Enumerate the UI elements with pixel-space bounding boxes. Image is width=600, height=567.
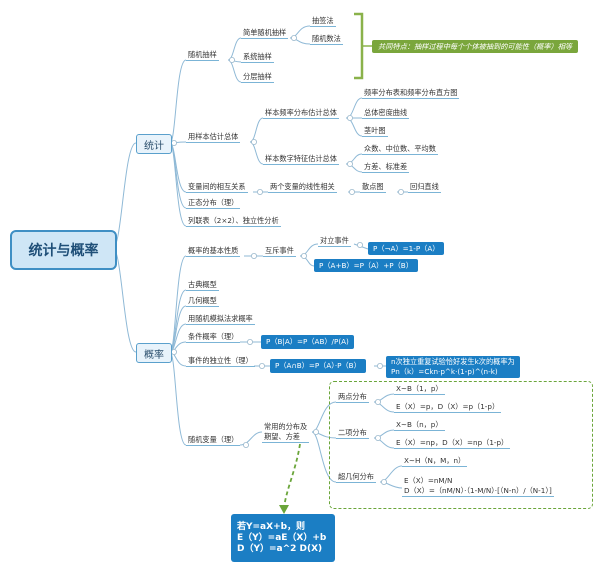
branch-gailv[interactable]: 概率	[136, 343, 172, 363]
formula-duli[interactable]: P（A∩B）=P（A）·P（B）	[270, 359, 366, 373]
erxiang-expectation[interactable]: E（X）=np，D（X）=np（1-p）	[394, 438, 511, 449]
liangdian-dist[interactable]: X~B（1，p）	[394, 384, 445, 395]
node-erxiang[interactable]: 二项分布	[336, 428, 369, 439]
node-tiaojian[interactable]: 条件概率（理）	[186, 332, 241, 343]
formula-duili[interactable]: P（¬A）=1-P（A）	[368, 242, 445, 255]
chaojihe-expectation[interactable]: E（X）=nM/N	[404, 476, 453, 485]
root-topic[interactable]: 统计与概率	[10, 230, 117, 270]
node-jiandan[interactable]: 简单随机抽样	[241, 28, 289, 39]
node-yangben[interactable]: 用样本估计总体	[186, 132, 241, 143]
formula-bernoulli[interactable]: n次独立重复试验恰好发生k次的概率为 Pn（k）=Ckn·p^k·(1-p)^(…	[386, 356, 520, 378]
node-jihe[interactable]: 几何概型	[186, 296, 219, 307]
linear-line-3: D（Y）=a^2 D(X)	[237, 543, 323, 554]
node-chaojihe[interactable]: 超几何分布	[336, 472, 376, 483]
node-zhongshu[interactable]: 众数、中位数、平均数	[362, 144, 438, 155]
node-pinlv[interactable]: 样本频率分布估计总体	[263, 108, 339, 119]
node-shuzi[interactable]: 样本数字特征估计总体	[263, 154, 339, 165]
node-chouqian[interactable]: 抽签法	[310, 16, 336, 27]
node-zhifangtu[interactable]: 频率分布表和频率分布直方图	[362, 88, 460, 99]
branch-tongji[interactable]: 统计	[136, 134, 172, 154]
node-jingye[interactable]: 茎叶图	[362, 126, 388, 137]
node-duili[interactable]: 对立事件	[318, 236, 351, 247]
node-suijibianliang[interactable]: 随机变量（理）	[186, 435, 241, 446]
bernoulli-line-2: Pn（k）=Ckn·p^k·(1-p)^(n-k)	[391, 367, 498, 376]
chaojihe-variance[interactable]: D（X）=（nM/N）·（1-M/N）·[（N-n）/（N-1）]	[402, 486, 554, 497]
node-fenceng[interactable]: 分层抽样	[241, 72, 274, 83]
node-moni[interactable]: 用随机模拟法求概率	[186, 314, 255, 325]
changyong-line-1: 常用的分布及	[264, 422, 308, 431]
node-liliebiao[interactable]: 列联表（2×2）、独立性分析	[186, 216, 281, 227]
node-xiangguan[interactable]: 变量间的相互关系	[186, 182, 248, 193]
node-jiben[interactable]: 概率的基本性质	[186, 246, 241, 257]
node-zhengtai[interactable]: 正态分布（理）	[186, 198, 241, 209]
changyong-line-2: 期望、方差	[264, 432, 300, 441]
node-suijishu[interactable]: 随机数法	[310, 34, 343, 45]
linear-line-2: E（Y）=aE（X）+b	[237, 532, 327, 543]
chaojihe-dist[interactable]: X~H（N，M，n）	[402, 456, 468, 467]
bernoulli-line-1: n次独立重复试验恰好发生k次的概率为	[391, 357, 515, 366]
node-sandian[interactable]: 散点图	[360, 182, 386, 193]
node-changyong[interactable]: 常用的分布及 期望、方差	[262, 422, 310, 443]
node-xitong[interactable]: 系统抽样	[241, 52, 274, 63]
distribution-group	[329, 381, 593, 509]
node-huigui[interactable]: 回归直线	[408, 182, 441, 193]
node-suiji[interactable]: 随机抽样	[186, 50, 219, 61]
formula-huchi[interactable]: P（A+B）=P（A）+P（B）	[314, 259, 418, 272]
node-duli[interactable]: 事件的独立性（理）	[186, 356, 255, 367]
node-midu[interactable]: 总体密度曲线	[362, 108, 410, 119]
erxiang-dist[interactable]: X~B（n，p）	[394, 420, 445, 431]
node-huchi[interactable]: 互斥事件	[263, 246, 296, 257]
liangdian-expectation[interactable]: E（X）=p，D（X）=p（1-p）	[394, 402, 502, 413]
common-feature-note[interactable]: 共同特点：抽样过程中每个个体被抽到的可能性（概率）相等	[372, 40, 579, 53]
node-gudian[interactable]: 古典概型	[186, 280, 219, 291]
node-liangdian[interactable]: 两点分布	[336, 392, 369, 403]
linear-line-1: 若Y=aX+b，则	[237, 521, 306, 532]
node-xianxing[interactable]: 两个变量的线性相关	[268, 182, 337, 193]
formula-tiaojian[interactable]: P（B|A）=P（AB）/P(A)	[261, 335, 354, 349]
node-fangcha[interactable]: 方差、标准差	[362, 162, 410, 173]
linear-transform-note[interactable]: 若Y=aX+b，则 E（Y）=aE（X）+b D（Y）=a^2 D(X)	[231, 514, 335, 562]
